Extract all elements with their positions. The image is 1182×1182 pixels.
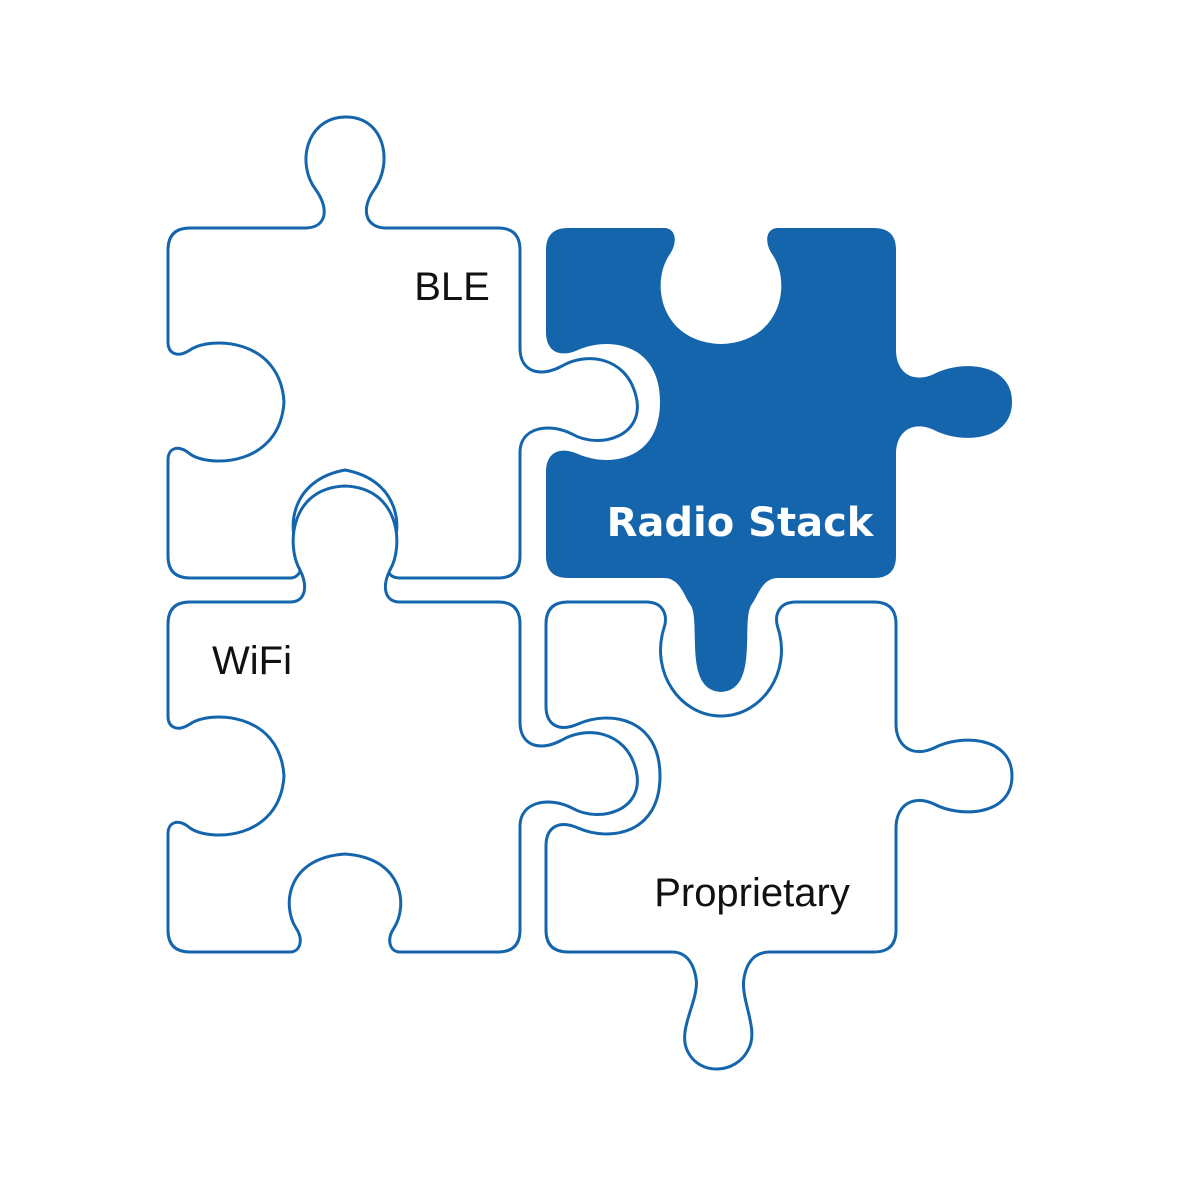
ble-piece-shape — [166, 115, 639, 580]
wifi-label: WiFi — [212, 639, 292, 683]
wifi-piece-shape — [166, 484, 639, 954]
proprietary-label: Proprietary — [654, 871, 850, 915]
ble-piece: BLE — [166, 115, 639, 580]
wifi-piece: WiFi — [166, 484, 639, 954]
proprietary-piece-shape — [544, 600, 1014, 1071]
radio-stack-piece: Radio Stack — [546, 228, 1012, 692]
radio-stack-piece-shape — [546, 228, 1012, 692]
radio-stack-label: Radio Stack — [607, 500, 875, 546]
proprietary-piece: Proprietary — [544, 600, 1014, 1071]
ble-label: BLE — [414, 265, 490, 309]
